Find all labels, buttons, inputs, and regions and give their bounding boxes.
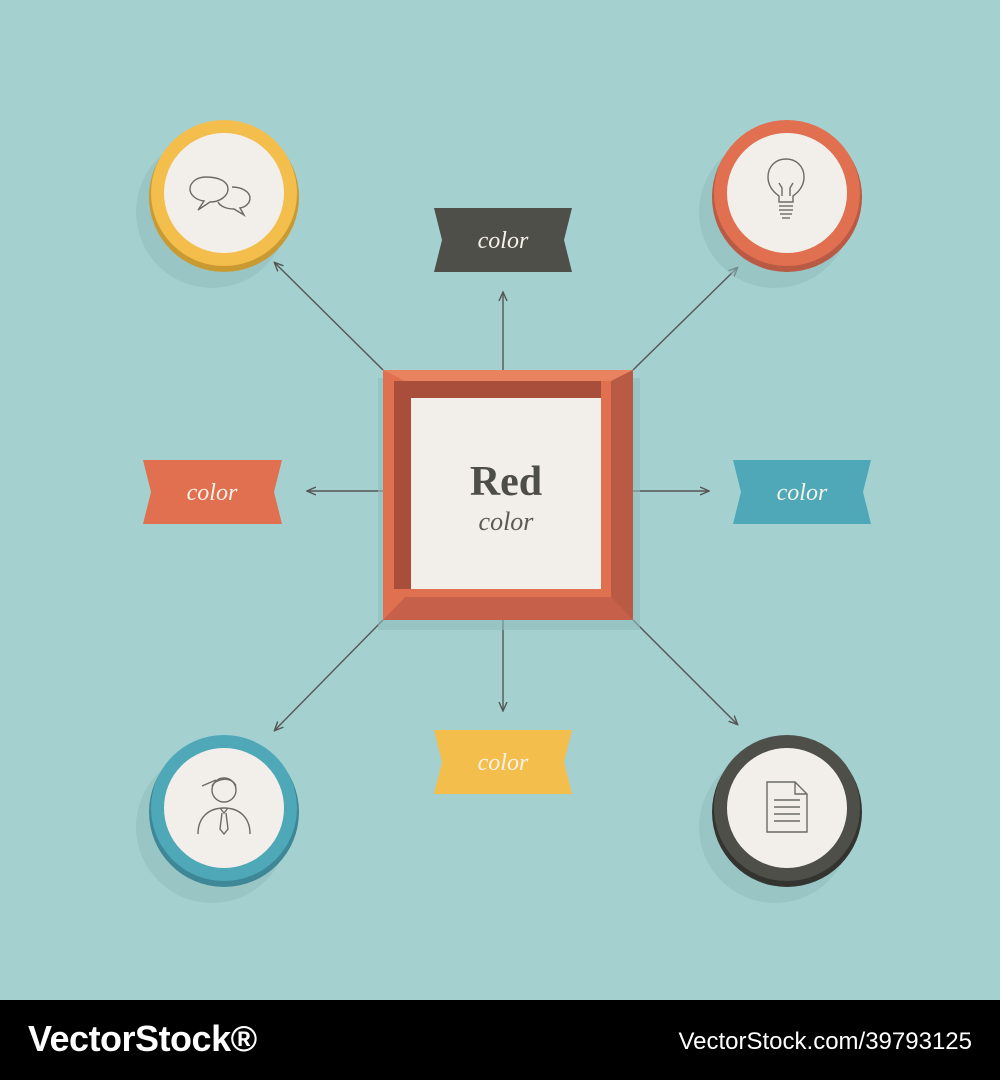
center-frame: Red color <box>378 370 640 630</box>
speech-bubbles-icon <box>189 176 251 217</box>
center-frame-top-bevel <box>383 370 633 381</box>
arrow-bottom-right <box>632 619 737 724</box>
node-top-right <box>699 120 862 288</box>
banner-top-label: color <box>478 228 529 254</box>
flowchart-diagram: Red color color color color color <box>136 120 871 903</box>
footer-image-id: VectorStock.com/39793125 <box>678 1028 972 1055</box>
connector-arrows <box>275 263 737 730</box>
center-subtitle: color <box>479 507 535 536</box>
arrow-top-right <box>632 268 737 371</box>
center-title: Red <box>470 459 542 505</box>
document-icon <box>766 781 808 833</box>
node-bottom-left <box>136 735 299 903</box>
banner-top: color <box>434 208 572 272</box>
node-bottom-right <box>699 735 862 903</box>
center-panel <box>411 398 601 589</box>
banner-right-label: color <box>777 480 828 506</box>
banner-right: color <box>733 460 871 524</box>
banner-bottom: color <box>434 730 572 794</box>
diagram-canvas: Red color color color color color <box>136 120 871 903</box>
banner-left-label: color <box>187 480 238 506</box>
center-frame-bottom-bevel <box>383 597 633 620</box>
center-frame-right-bevel <box>611 370 633 620</box>
arrow-top-left <box>275 263 384 371</box>
banner-bottom-label: color <box>478 750 529 776</box>
light-bulb-icon <box>767 158 805 219</box>
footer-brand-logo: VectorStock® <box>28 1018 257 1059</box>
watermark-footer: VectorStock® VectorStock.com/39793125 <box>0 1000 1000 1080</box>
arrow-bottom-left <box>275 619 384 730</box>
banner-left: color <box>143 460 282 524</box>
person-icon <box>197 777 251 836</box>
node-top-left <box>136 120 299 288</box>
